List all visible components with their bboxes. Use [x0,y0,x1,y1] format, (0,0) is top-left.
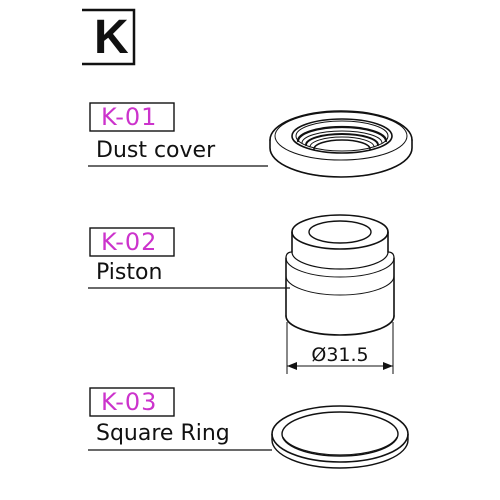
part-code-box [89,102,175,132]
piston-icon [285,214,395,336]
arrow-left-icon [287,362,297,370]
part-code: K-02 [101,228,157,256]
part-name: Square Ring [96,421,230,446]
dust-cover-icon [269,110,413,178]
part-k03: K-03 Square Ring [88,387,409,469]
section-header: K [82,8,136,66]
part-k02: K-02 Piston [88,214,395,374]
piston-diameter-dimension [286,322,394,374]
part-k01: K-01 Dust cover [88,102,413,178]
part-name: Piston [96,260,162,285]
part-code: K-03 [101,388,157,416]
part-code-box [89,387,175,417]
arrow-right-icon [383,362,393,370]
diameter-label: Ø31.5 [311,344,368,366]
header-bracket [82,8,136,66]
square-ring-icon [271,405,409,469]
part-name: Dust cover [96,138,216,163]
part-code: K-01 [101,103,157,131]
part-code-box [89,227,175,257]
section-letter: K [94,11,129,64]
